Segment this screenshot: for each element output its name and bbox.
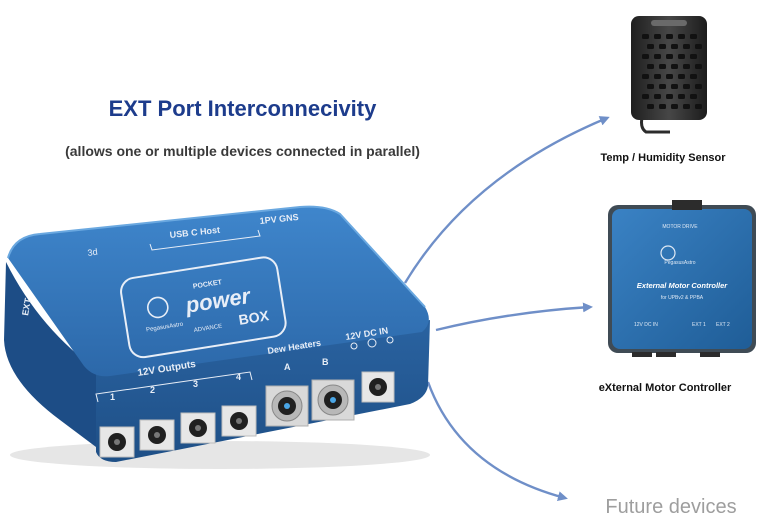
sensor-vent-slot bbox=[666, 54, 673, 59]
sensor-vent-slot bbox=[666, 94, 673, 99]
sensor-vent-slot bbox=[654, 74, 661, 79]
hub-top-label-right: 1PV GNS bbox=[259, 212, 299, 226]
dc-in-jack bbox=[361, 371, 395, 403]
hub-brand: PegasusAstro bbox=[146, 322, 184, 334]
hub-dew-a-label: A bbox=[284, 362, 291, 372]
hub-ext-label: EXT bbox=[20, 297, 33, 316]
sensor-vent-slot bbox=[690, 54, 697, 59]
output-number-2: 2 bbox=[150, 385, 155, 395]
sensor-vent-slot bbox=[654, 54, 661, 59]
sensor-vent-slot bbox=[683, 64, 690, 69]
hub-dew-b-label: B bbox=[322, 357, 329, 367]
sensor-vent-slot bbox=[666, 34, 673, 39]
sensor-vent-slot bbox=[678, 74, 685, 79]
sensor-vent-slot bbox=[659, 44, 666, 49]
controller-port-dc: 12V DC IN bbox=[634, 322, 658, 328]
controller-logo-icon bbox=[660, 245, 676, 261]
page-title: EXT Port Interconnecivity bbox=[108, 96, 377, 121]
arrow-to-motor-controller bbox=[435, 302, 593, 332]
sensor-vent-slot bbox=[659, 84, 666, 89]
sensor-vent-slot bbox=[678, 34, 685, 39]
sensor-vent-slot bbox=[647, 64, 654, 69]
pegasus-logo-icon bbox=[146, 296, 169, 319]
controller-top-text: MOTOR DRIVE bbox=[662, 224, 698, 230]
sensor-vent-slot bbox=[642, 54, 649, 59]
output-jack-1 bbox=[99, 426, 135, 458]
sensor-vent-slot bbox=[671, 104, 678, 109]
sensor-vent-slot bbox=[671, 44, 678, 49]
hub-top-label-left: 3d bbox=[87, 247, 98, 258]
hub-logo-line1: POCKET bbox=[193, 279, 224, 291]
sensor-vent-slot bbox=[678, 54, 685, 59]
output-jack-2 bbox=[139, 419, 175, 451]
sensor-caption: Temp / Humidity Sensor bbox=[600, 152, 726, 164]
sensor-vent-slot bbox=[659, 64, 666, 69]
hub-logo-panel: PegasusAstro POCKET power BOX ADVANCE bbox=[120, 256, 287, 359]
sensor-vent-slot bbox=[642, 94, 649, 99]
sensor-vent-slot bbox=[671, 84, 678, 89]
sensor-vent-slot bbox=[695, 44, 702, 49]
arrow-to-sensor bbox=[403, 116, 610, 284]
sensor-vent-slot bbox=[695, 104, 702, 109]
sensor-vent-slot bbox=[642, 34, 649, 39]
sensor-vent-slot bbox=[690, 34, 697, 39]
controller-title: External Motor Controller bbox=[637, 281, 729, 290]
dc-polarity-icon bbox=[350, 336, 394, 350]
sensor-vent-slot bbox=[695, 64, 702, 69]
sensor-vent-slot bbox=[654, 34, 661, 39]
dew-heater-jack-a bbox=[265, 385, 309, 427]
sensor-vent-slot bbox=[695, 84, 702, 89]
output-number-3: 3 bbox=[193, 379, 198, 389]
sensor-vent-slot bbox=[671, 64, 678, 69]
controller-port-ext1: EXT 1 bbox=[692, 322, 706, 328]
sensor-vent-slot bbox=[654, 94, 661, 99]
future-devices-label: Future devices bbox=[605, 496, 737, 518]
sensor-vent-slot bbox=[683, 44, 690, 49]
output-number-4: 4 bbox=[236, 372, 241, 382]
arrow-to-future-devices bbox=[426, 381, 568, 502]
hub-logo-line4: ADVANCE bbox=[193, 324, 222, 334]
sensor-vent-slot bbox=[647, 84, 654, 89]
sensor-vent-slot bbox=[647, 104, 654, 109]
sensor-vent-slot bbox=[642, 74, 649, 79]
dew-heater-jack-b bbox=[311, 379, 355, 421]
sensor-vent-slot bbox=[683, 104, 690, 109]
sensor-vent-slot bbox=[647, 44, 654, 49]
output-jack-3 bbox=[180, 412, 216, 444]
hub-logo-line3: BOX bbox=[237, 307, 270, 328]
sensor-vent-slot bbox=[666, 74, 673, 79]
sensor-vent-slot bbox=[690, 94, 697, 99]
controller-port-ext2: EXT 2 bbox=[716, 322, 730, 328]
output-number-1: 1 bbox=[110, 392, 115, 402]
sensor-vent-slot bbox=[683, 84, 690, 89]
controller-subtitle: for UPBv2 & PPBA bbox=[661, 295, 704, 301]
temp-humidity-sensor bbox=[631, 16, 707, 134]
motor-controller: MOTOR DRIVE PegasusAstro External Motor … bbox=[608, 200, 756, 357]
output-jack-4 bbox=[221, 405, 257, 437]
sensor-vent-slot bbox=[678, 94, 685, 99]
pocket-powerbox-hub: 3d USB C Host 1PV GNS PegasusAstro POCKE… bbox=[4, 205, 430, 469]
page-subtitle: (allows one or multiple devices connecte… bbox=[65, 143, 420, 159]
sensor-vent-slot bbox=[690, 74, 697, 79]
motor-controller-caption: eXternal Motor Controller bbox=[599, 382, 732, 394]
sensor-vent-slot bbox=[659, 104, 666, 109]
controller-brand: PegasusAstro bbox=[664, 260, 695, 266]
